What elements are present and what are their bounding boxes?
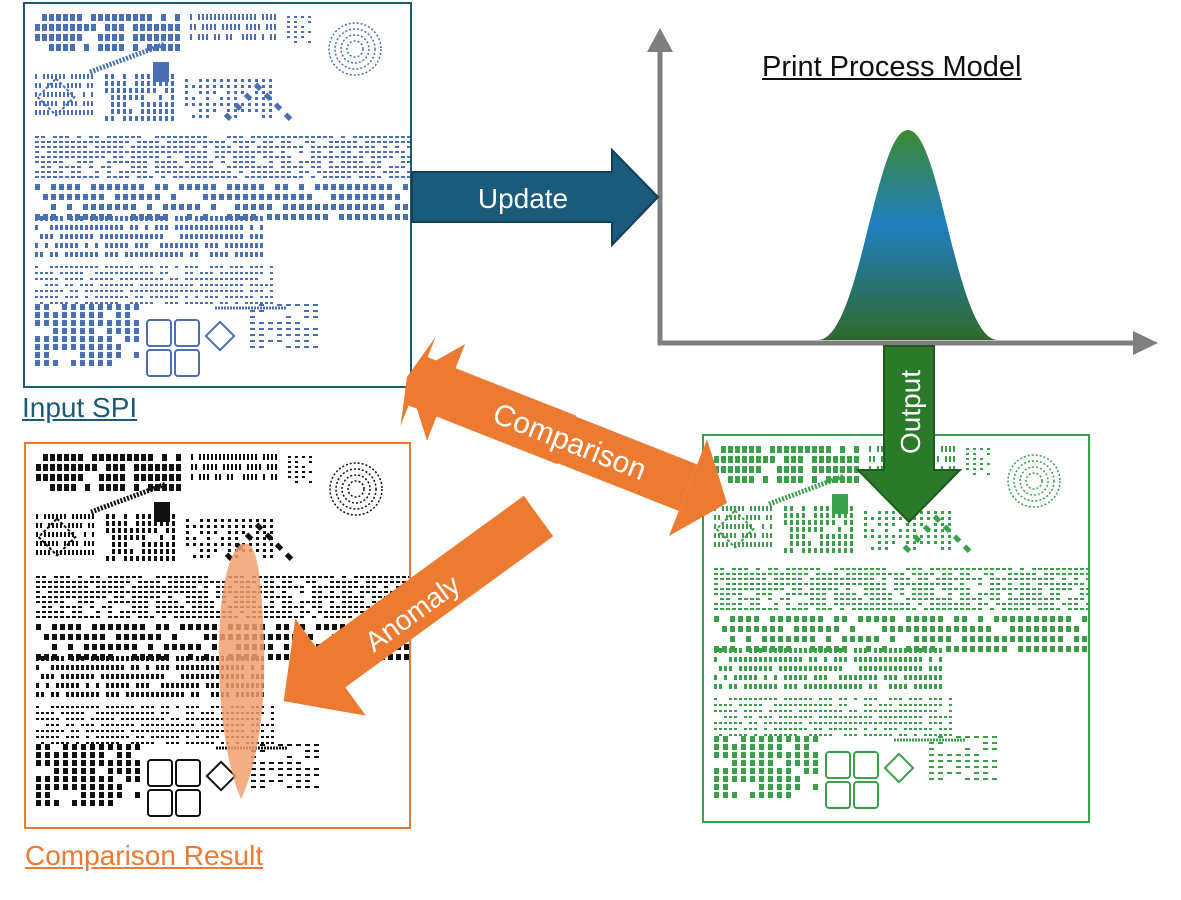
diamond-outline-small	[204, 320, 236, 352]
output-arrow-label: Output	[895, 370, 926, 454]
model-title: Print Process Model	[762, 51, 1022, 83]
diagonal-bar	[90, 481, 167, 515]
y-axis-arrowhead	[647, 28, 673, 52]
diagonal-bar	[768, 473, 845, 507]
pad-array	[35, 14, 410, 366]
square-outlines	[825, 751, 879, 809]
anomaly-arrow	[283, 495, 554, 716]
output-arrow	[855, 345, 963, 524]
update-arrow-label: Update	[478, 183, 568, 214]
diamond-outline-small	[205, 760, 237, 792]
large-pad	[832, 494, 848, 514]
x-axis-arrowhead	[1133, 331, 1158, 355]
input-spi-pattern	[35, 14, 410, 377]
comparison-result-label: Comparison Result	[25, 840, 264, 871]
diamond-outline-small	[883, 752, 915, 784]
comparison-arrow	[400, 336, 728, 537]
large-pad	[154, 502, 170, 522]
diamond-chevron	[223, 82, 293, 121]
large-pad	[153, 62, 169, 82]
input-spi-label: Input SPI	[22, 392, 138, 423]
pad-array	[714, 446, 1088, 798]
circle-pattern	[1007, 454, 1061, 508]
diamond-outline	[715, 509, 755, 549]
output-pattern	[714, 446, 1088, 809]
diamond-chevron	[902, 514, 972, 553]
comparison-result-pattern	[36, 454, 409, 817]
circle-pattern	[329, 462, 383, 516]
square-outlines	[147, 759, 201, 817]
bell-curve	[818, 130, 998, 340]
square-outlines	[146, 319, 200, 377]
circle-pattern	[328, 22, 382, 76]
diagonal-bar	[89, 41, 166, 75]
anomaly-highlight	[218, 543, 265, 799]
update-arrow	[411, 147, 660, 248]
input-spi-panel	[23, 2, 412, 388]
